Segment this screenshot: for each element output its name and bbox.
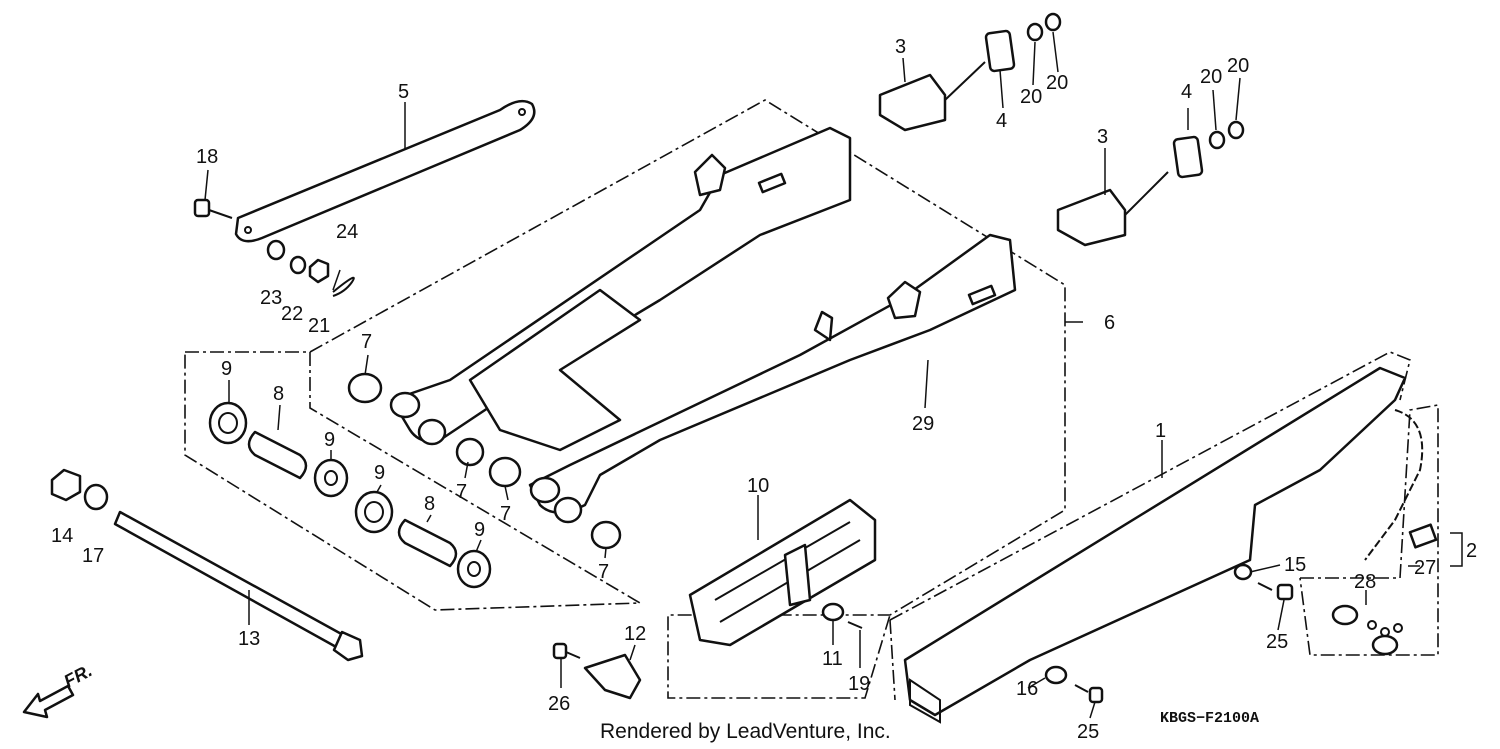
drawing-code: KBGS−F2100A xyxy=(1160,710,1259,727)
callout-7b: 7 xyxy=(456,481,467,503)
callout-11: 11 xyxy=(822,648,843,670)
callout-14: 14 xyxy=(51,525,73,547)
brace-rod xyxy=(234,99,536,243)
callout-12: 12 xyxy=(624,623,646,645)
callout-6: 6 xyxy=(1104,312,1115,334)
chain-case xyxy=(903,366,1407,724)
callout-8b: 8 xyxy=(424,493,435,515)
bolt-18 xyxy=(193,198,233,219)
callout-4a: 4 xyxy=(996,110,1007,132)
pivot-seals-collars xyxy=(208,401,492,589)
callout-19: 19 xyxy=(848,673,870,695)
callout-1: 1 xyxy=(1155,420,1166,442)
callout-20b: 20 xyxy=(1046,72,1068,94)
render-credit: Rendered by LeadVenture, Inc. xyxy=(600,720,891,743)
callout-20d: 20 xyxy=(1227,55,1249,77)
callout-8a: 8 xyxy=(273,383,284,405)
callout-17: 17 xyxy=(82,545,104,567)
callout-9c: 9 xyxy=(374,462,385,484)
callout-9b: 9 xyxy=(324,429,335,451)
callout-26: 26 xyxy=(548,693,570,715)
callout-28: 28 xyxy=(1354,571,1376,593)
callout-27: 27 xyxy=(1414,557,1436,579)
callout-9a: 9 xyxy=(221,358,232,380)
callout-25a: 25 xyxy=(1266,631,1288,653)
callout-23: 23 xyxy=(260,287,282,309)
callout-4b: 4 xyxy=(1181,81,1192,103)
chain-bracket xyxy=(1450,532,1463,567)
callout-24: 24 xyxy=(336,221,358,243)
callout-18: 18 xyxy=(196,146,218,168)
swingarm xyxy=(389,126,1017,524)
chain-slider xyxy=(688,498,877,647)
callout-3b: 3 xyxy=(1097,126,1108,148)
callout-9d: 9 xyxy=(474,519,485,541)
callout-7c: 7 xyxy=(500,503,511,525)
leader-lines xyxy=(204,31,1420,719)
front-arrow-icon xyxy=(22,684,75,719)
callout-25b: 25 xyxy=(1077,721,1099,743)
callout-10: 10 xyxy=(747,475,769,497)
guard-bracket xyxy=(552,642,642,700)
drive-chain xyxy=(1331,409,1438,656)
callout-5: 5 xyxy=(398,81,409,103)
callout-21: 21 xyxy=(308,315,330,337)
callout-15: 15 xyxy=(1284,554,1306,576)
callout-29: 29 xyxy=(912,413,934,435)
washer-nut-set xyxy=(266,239,355,297)
chain-adjusters xyxy=(878,12,1245,247)
callout-22: 22 xyxy=(281,303,303,325)
callout-7a: 7 xyxy=(361,331,372,353)
pivot-axle xyxy=(50,468,364,662)
front-direction-indicator: FR. xyxy=(22,660,95,719)
callout-13: 13 xyxy=(238,628,260,650)
callout-3a: 3 xyxy=(895,36,906,58)
callout-20a: 20 xyxy=(1020,86,1042,108)
callout-7d: 7 xyxy=(598,561,609,583)
callout-labels: 1 2 3 3 4 4 5 6 7 7 7 7 8 8 9 9 9 9 10 1… xyxy=(51,36,1477,743)
callout-16: 16 xyxy=(1016,678,1038,700)
callout-20c: 20 xyxy=(1200,66,1222,88)
callout-2: 2 xyxy=(1466,540,1477,562)
